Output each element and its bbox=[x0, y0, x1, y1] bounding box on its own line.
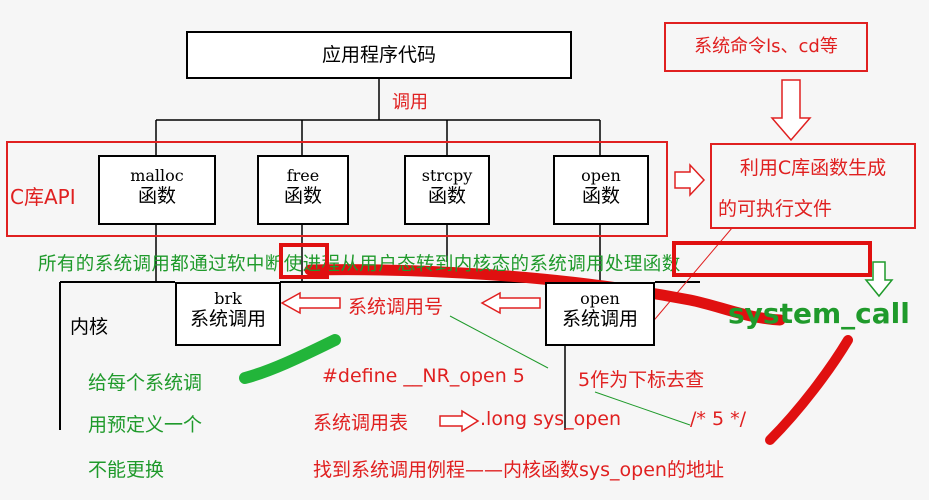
executable-box: 利用C库函数生成 的可执行文件 bbox=[710, 143, 916, 229]
c-library-api-label: C库API bbox=[10, 185, 76, 209]
function-name: strcpy bbox=[421, 166, 473, 185]
syscall-name: open bbox=[580, 289, 620, 308]
application-code-box: 应用程序代码 bbox=[186, 31, 572, 79]
hollow-arrow-down-icon bbox=[770, 79, 812, 142]
function-kind: 函数 bbox=[137, 185, 176, 207]
function-kind: 函数 bbox=[283, 185, 322, 207]
function-box-strcpy: strcpy 函数 bbox=[404, 155, 490, 225]
system-command-label: 系统命令ls、cd等 bbox=[694, 36, 838, 57]
open-syscall-box: open 系统调用 bbox=[545, 282, 655, 346]
executable-line-2: 的可执行文件 bbox=[718, 198, 833, 220]
syscall-number-label: 系统调用号 bbox=[348, 296, 444, 318]
hollow-arrow-right-icon bbox=[674, 163, 706, 197]
function-box-malloc: malloc 函数 bbox=[98, 155, 216, 225]
function-name: free bbox=[286, 166, 320, 185]
function-kind: 函数 bbox=[427, 185, 466, 207]
index-comment: /* 5 */ bbox=[690, 408, 746, 430]
define-line: #define __NR_open 5 bbox=[322, 365, 525, 387]
system-command-box: 系统命令ls、cd等 bbox=[664, 22, 868, 72]
green-arrow-down-icon bbox=[864, 261, 894, 298]
kernel-label: 内核 bbox=[70, 316, 109, 338]
handler-highlight bbox=[672, 241, 872, 277]
note-line-1: 给每个系统调 bbox=[88, 372, 203, 394]
function-box-free: free 函数 bbox=[257, 155, 349, 225]
hollow-arrow-right-icon bbox=[439, 409, 480, 433]
soft-interrupt-highlight bbox=[279, 243, 329, 279]
syscall-name: brk bbox=[214, 289, 242, 308]
function-kind: 函数 bbox=[581, 185, 620, 207]
hollow-arrow-left-icon bbox=[280, 291, 341, 315]
function-name: malloc bbox=[130, 166, 184, 185]
c-library-api-frame bbox=[6, 141, 668, 237]
transition-banner: 所有的系统调用都通过软中断使进程从用户态转到内核态的系统调用处理函数 bbox=[38, 254, 681, 275]
syscall-kind: 系统调用 bbox=[189, 308, 266, 330]
function-name: open bbox=[581, 166, 621, 185]
index-note: 5作为下标去查 bbox=[578, 369, 705, 391]
executable-line-1: 利用C库函数生成 bbox=[739, 157, 887, 179]
find-routine-line: 找到系统调用例程——内核函数sys_open的地址 bbox=[313, 459, 724, 481]
syscall-kind: 系统调用 bbox=[561, 308, 638, 330]
system-call-label: system_call bbox=[728, 297, 910, 330]
function-box-open: open 函数 bbox=[553, 155, 649, 225]
call-label: 调用 bbox=[392, 92, 428, 113]
application-code-label: 应用程序代码 bbox=[321, 44, 436, 66]
hollow-arrow-left-icon bbox=[480, 291, 541, 315]
note-line-2: 用预定义一个 bbox=[88, 414, 203, 436]
syscall-table-label: 系统调用表 bbox=[313, 412, 409, 434]
brk-syscall-box: brk 系统调用 bbox=[175, 282, 281, 346]
note-line-3: 不能更换 bbox=[88, 459, 165, 481]
long-sys-open: .long sys_open bbox=[480, 408, 622, 430]
